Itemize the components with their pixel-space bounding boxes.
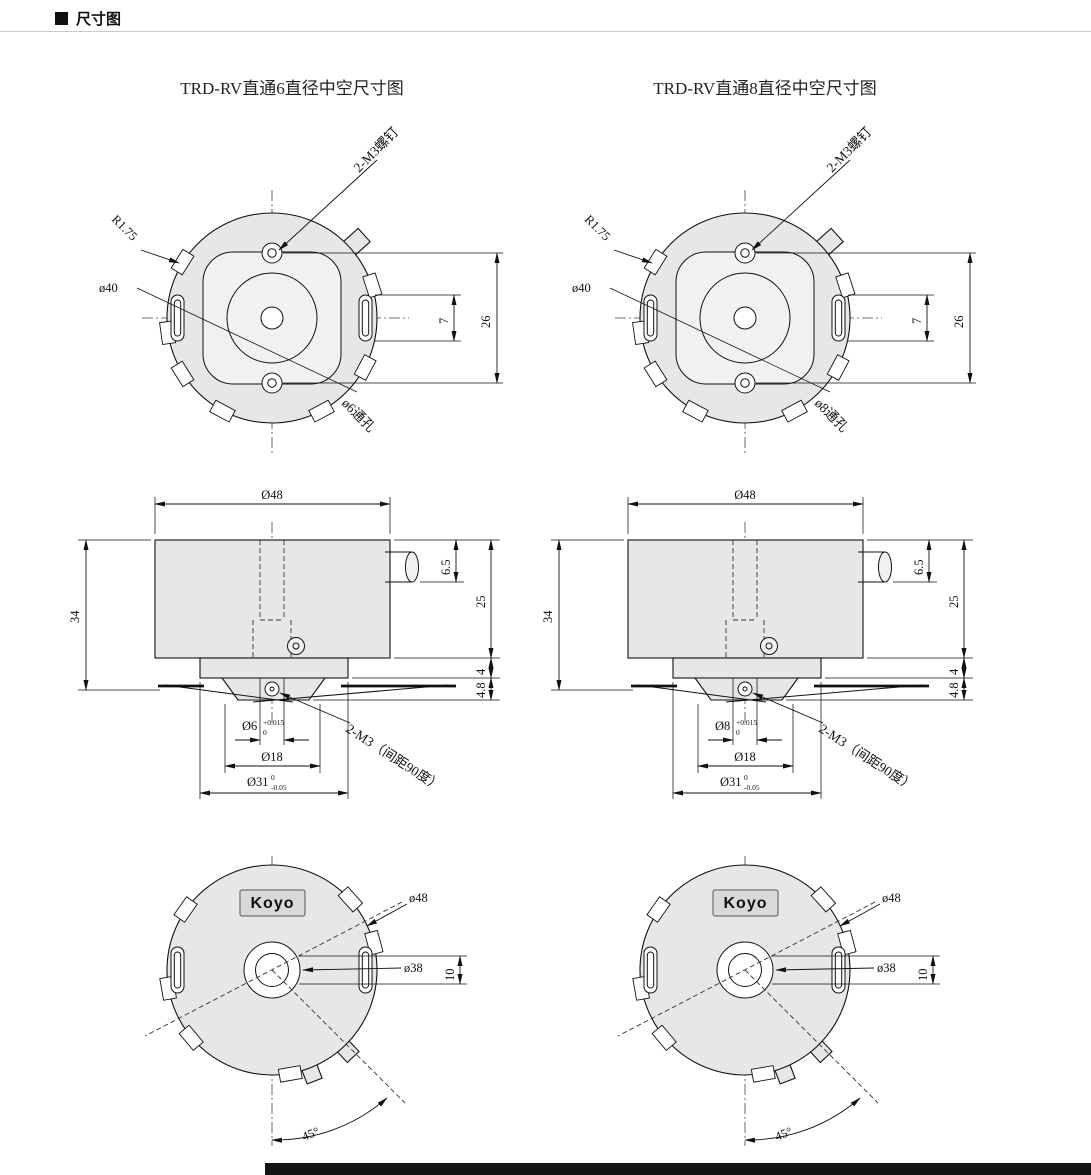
encoder-column-diameter8: TRD-RV直通8直径中空尺寸图 <box>530 60 1000 1175</box>
outer-diameter-callout: ø48 <box>882 891 901 905</box>
section-header: 尺寸图 <box>55 8 121 29</box>
hub-width-dimension: 10 <box>916 969 930 982</box>
bore-diameter-dimension: Ø8 <box>715 719 730 733</box>
rim-notches <box>632 886 857 1083</box>
hub-height-dimension: 4.8 <box>474 682 488 698</box>
bore-tolerance-upper: +0.015 <box>736 718 757 727</box>
side-view-drawing: Ø48 34 6.5 25 4 4.8 Ø8 +0.015 0 <box>541 488 973 799</box>
outer-diameter-dimension: Ø48 <box>734 488 756 502</box>
angle-dimension: 45° <box>300 1124 321 1144</box>
bore-tolerance-lower: 0 <box>263 728 267 737</box>
total-height-dimension: 34 <box>541 610 555 623</box>
plate-diameter-label: ø40 <box>99 281 118 295</box>
label-mask <box>400 958 444 973</box>
arc-slots <box>643 946 846 994</box>
angle-reference-line <box>271 969 406 1104</box>
total-height-dimension: 34 <box>68 610 82 623</box>
screw-holes <box>734 242 756 394</box>
label-mask <box>873 958 917 973</box>
recess-tolerance-lower: -0.05 <box>744 783 760 792</box>
bore-tolerance-lower: 0 <box>736 728 740 737</box>
screw-callout: 2-M3螺钉 <box>824 124 875 175</box>
cable-shaft <box>385 551 419 583</box>
screw-callout: 2-M3螺钉 <box>351 124 402 175</box>
set-screw <box>287 637 305 655</box>
screw-span-dimension: 26 <box>952 316 966 329</box>
outer-diameter-callout: ø48 <box>409 891 428 905</box>
recess-tolerance-lower: -0.05 <box>271 783 287 792</box>
inner-diameter-callout: ø38 <box>877 961 896 975</box>
section-title: 尺寸图 <box>76 11 122 28</box>
diagonal-centerline <box>144 901 403 1037</box>
top-view-drawing: 2-M3螺钉 R1.75 ø40 ø6通孔 7 26 <box>99 124 503 455</box>
slot-dimension: 7 <box>437 318 451 324</box>
screw-spacing-note: 2-M3（间距90度） <box>343 721 444 794</box>
shaft-offset-dimension: 6.5 <box>439 559 453 575</box>
hub-height-dimension: 4.8 <box>947 682 961 698</box>
inner-diameter-callout: ø38 <box>404 961 423 975</box>
section-bullet-icon <box>55 12 68 25</box>
side-view-drawing: Ø48 34 6.5 25 4 4.8 Ø6 +0.015 0 <box>68 488 500 799</box>
leaf-spring <box>631 684 929 703</box>
shaft-offset-dimension: 6.5 <box>912 559 926 575</box>
flange-height-dimension: 4 <box>947 668 961 675</box>
bottom-screw <box>264 681 280 697</box>
angle-dimension: 45° <box>773 1124 794 1144</box>
arc-slots <box>170 946 373 994</box>
body-height-dimension: 25 <box>947 596 961 609</box>
cable-shaft <box>858 551 892 583</box>
recess-tolerance-upper: 0 <box>271 773 275 782</box>
shaft-hole <box>260 306 284 330</box>
plate-diameter-label: ø40 <box>572 281 591 295</box>
through-hole-callout: ø8通孔 <box>812 396 852 436</box>
recess-diameter-dimension: Ø31 <box>720 775 742 789</box>
top-view-drawing: 2-M3螺钉 R1.75 ø40 ø8通孔 7 26 <box>572 124 976 455</box>
footer-bar <box>265 1163 1091 1175</box>
fillet-callout: R1.75 <box>109 212 140 243</box>
logo-text: Koyo <box>251 895 295 912</box>
diameter-reference-line <box>136 287 358 393</box>
angle-reference-line <box>744 969 879 1104</box>
encoder-column-diameter6: TRD-RV直通6直径中空尺寸图 <box>57 60 527 1175</box>
koyo-logo: Koyo <box>712 889 779 917</box>
slot-dimension: 7 <box>910 318 924 324</box>
flange-height-dimension: 4 <box>474 668 488 675</box>
recess-tolerance-upper: 0 <box>744 773 748 782</box>
screw-spacing-note: 2-M3（间距90度） <box>816 721 917 794</box>
bottom-view-drawing: Koyo ø48 10 ø38 45° <box>144 856 467 1146</box>
bottom-view-annotations: ø48 10 ø38 45° <box>271 891 467 1144</box>
hub-diameter-dimension: Ø18 <box>734 750 756 764</box>
column-title: TRD-RV直通8直径中空尺寸图 <box>653 79 877 98</box>
recess-diameter-dimension: Ø31 <box>247 775 269 789</box>
bottom-view-annotations: ø48 10 ø38 45° <box>744 891 940 1144</box>
flange-section <box>199 657 349 679</box>
header-divider <box>0 31 1091 32</box>
shaft-hole <box>733 306 757 330</box>
bore-tolerance-upper: +0.015 <box>263 718 284 727</box>
screw-span-dimension: 26 <box>479 316 493 329</box>
fillet-callout: R1.75 <box>582 212 613 243</box>
hub-width-dimension: 10 <box>443 969 457 982</box>
body-height-dimension: 25 <box>474 596 488 609</box>
diameter-reference-line <box>609 287 831 393</box>
bottom-view-drawing: Koyo ø48 10 ø38 45° <box>617 856 940 1146</box>
screw-holes <box>261 242 283 394</box>
body-section <box>627 539 864 659</box>
hub-diameter-dimension: Ø18 <box>261 750 283 764</box>
koyo-logo: Koyo <box>239 889 306 917</box>
arc-slots <box>170 294 373 342</box>
flange-section <box>672 657 822 679</box>
bottom-screw <box>737 681 753 697</box>
column-title: TRD-RV直通6直径中空尺寸图 <box>180 79 404 98</box>
through-hole-callout: ø6通孔 <box>339 396 379 436</box>
logo-text: Koyo <box>724 895 768 912</box>
outer-diameter-dimension: Ø48 <box>261 488 283 502</box>
body-section <box>154 539 391 659</box>
arc-slots <box>643 294 846 342</box>
diagonal-centerline <box>617 901 876 1037</box>
rim-notches <box>632 248 856 423</box>
bore-diameter-dimension: Ø6 <box>242 719 257 733</box>
set-screw <box>760 637 778 655</box>
rim-notches <box>159 248 383 423</box>
